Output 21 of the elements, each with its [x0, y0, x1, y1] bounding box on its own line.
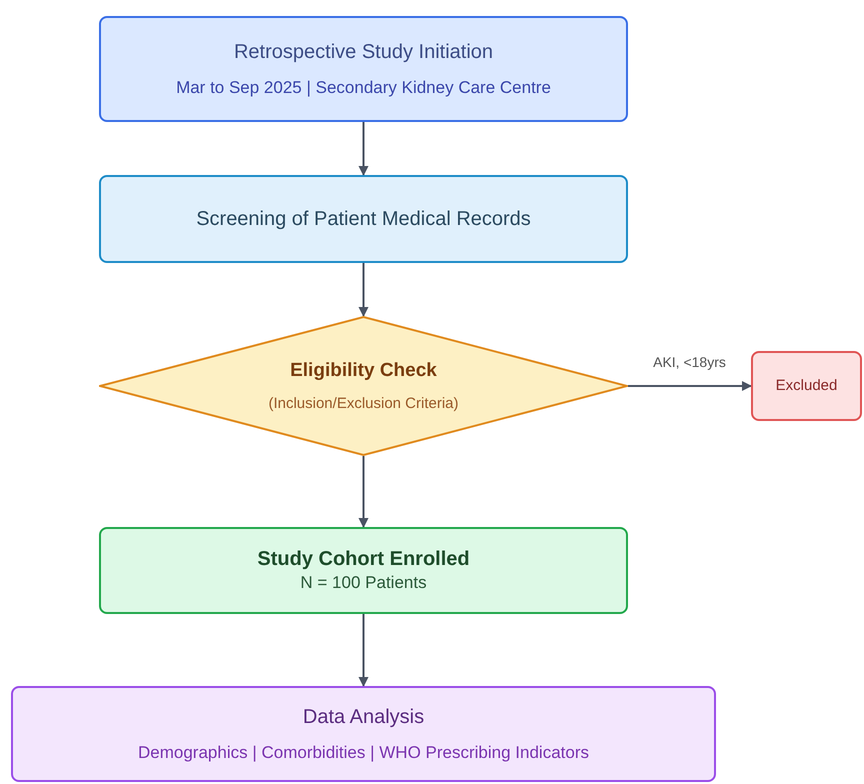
arrow [358, 456, 368, 528]
decision-diamond [99, 316, 628, 456]
node-title: Screening of Patient Medical Records [196, 206, 531, 232]
node-subtitle: Mar to Sep 2025 | Secondary Kidney Care Centre [176, 76, 551, 98]
process-box [751, 351, 862, 421]
arrow [358, 263, 368, 317]
arrow [628, 381, 752, 391]
node-subtitle: N = 100 Patients [300, 572, 427, 594]
node-subtitle: Demographics | Comorbidities | WHO Prescribing Indicators [138, 742, 589, 764]
process-box [11, 686, 716, 782]
node-title: Eligibility Check [290, 358, 437, 382]
node-title: Study Cohort Enrolled [257, 547, 470, 572]
process-box [99, 16, 628, 122]
process-box [99, 175, 628, 263]
arrow [358, 122, 368, 176]
node-subtitle: (Inclusion/Exclusion Criteria) [268, 394, 459, 414]
process-box [99, 527, 628, 614]
node-title: Data Analysis [302, 704, 424, 730]
node-title: Retrospective Study Initiation [234, 40, 494, 65]
arrow [358, 614, 368, 687]
node-title: Excluded [776, 376, 838, 396]
